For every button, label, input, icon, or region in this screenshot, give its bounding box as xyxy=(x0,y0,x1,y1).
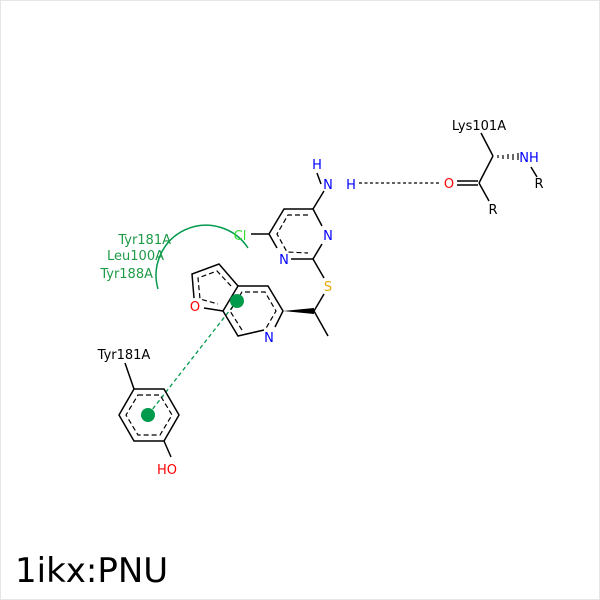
hydrophobic-residue-label: Tyr181A xyxy=(117,233,171,248)
atom-n-ring1: N xyxy=(323,229,333,244)
linker xyxy=(283,172,329,337)
atom-n-amine: N xyxy=(323,178,333,193)
atom-n-pyridine: N xyxy=(264,331,274,346)
atom-o-lys: O xyxy=(444,177,454,192)
lysine-fragment xyxy=(457,132,538,202)
residue-lys-label: Lys101A xyxy=(452,119,506,134)
atom-s: S xyxy=(324,280,332,295)
pyrimidine-ring xyxy=(251,190,325,279)
atom-n-lys: NH xyxy=(519,151,539,166)
hydrophobic-residue-label: Tyr188A xyxy=(99,267,153,282)
atom-r1: R xyxy=(534,177,543,192)
hydrophobic-contact-arc xyxy=(155,224,249,290)
furan-ring xyxy=(191,263,239,312)
pi-centroid-tyr xyxy=(141,408,155,422)
hashed-wedge-bond xyxy=(497,153,519,160)
atom-h1: H xyxy=(312,158,322,173)
atom-h2: H xyxy=(346,178,356,193)
hydrophobic-residue-label: Leu100A xyxy=(107,249,164,264)
atom-ho: HO xyxy=(157,463,177,478)
pyridine-ring xyxy=(222,285,284,337)
atom-n-ring2: N xyxy=(279,253,289,268)
atom-cl: Cl xyxy=(234,229,247,244)
residue-tyr-label: Tyr181A xyxy=(97,348,151,363)
pi-stacking-line xyxy=(147,300,238,416)
atom-r2: R xyxy=(488,203,497,218)
tyrosine-ring xyxy=(118,362,180,458)
pi-centroid-ligand xyxy=(230,294,244,308)
complex-title: 1ikx:PNU xyxy=(15,551,169,591)
atom-o-furan: O xyxy=(190,300,200,315)
